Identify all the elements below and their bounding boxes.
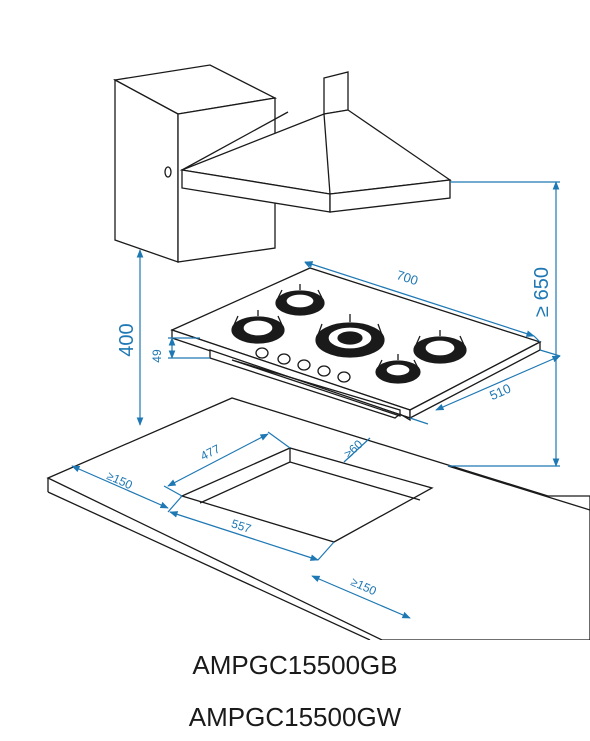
dim-cutout-width: 557: [230, 516, 254, 536]
dim-hob-depth: 510: [487, 381, 513, 404]
dim-hob-height: 49: [150, 349, 164, 363]
cooker-hood: [179, 71, 452, 213]
dimension-lines: [71, 181, 561, 619]
dim-hob-width: 700: [395, 267, 420, 288]
installation-diagram: 700 510 49 400 ≥ 650 477 557 ≥60 ≥150 ≥1…: [46, 64, 590, 640]
model-number-black: AMPGC15500GB: [192, 650, 398, 680]
burner-front-right: [375, 354, 421, 384]
countertop: [46, 397, 590, 640]
burner-back-right: [413, 330, 467, 364]
dim-counter-to-hood: 400: [116, 323, 138, 356]
dim-hood-min: ≥ 650: [531, 267, 553, 317]
gas-hob: [170, 267, 542, 422]
model-number-white: AMPGC15500GW: [188, 702, 402, 732]
control-knobs: [255, 347, 351, 383]
burner-front-left: [231, 310, 285, 344]
